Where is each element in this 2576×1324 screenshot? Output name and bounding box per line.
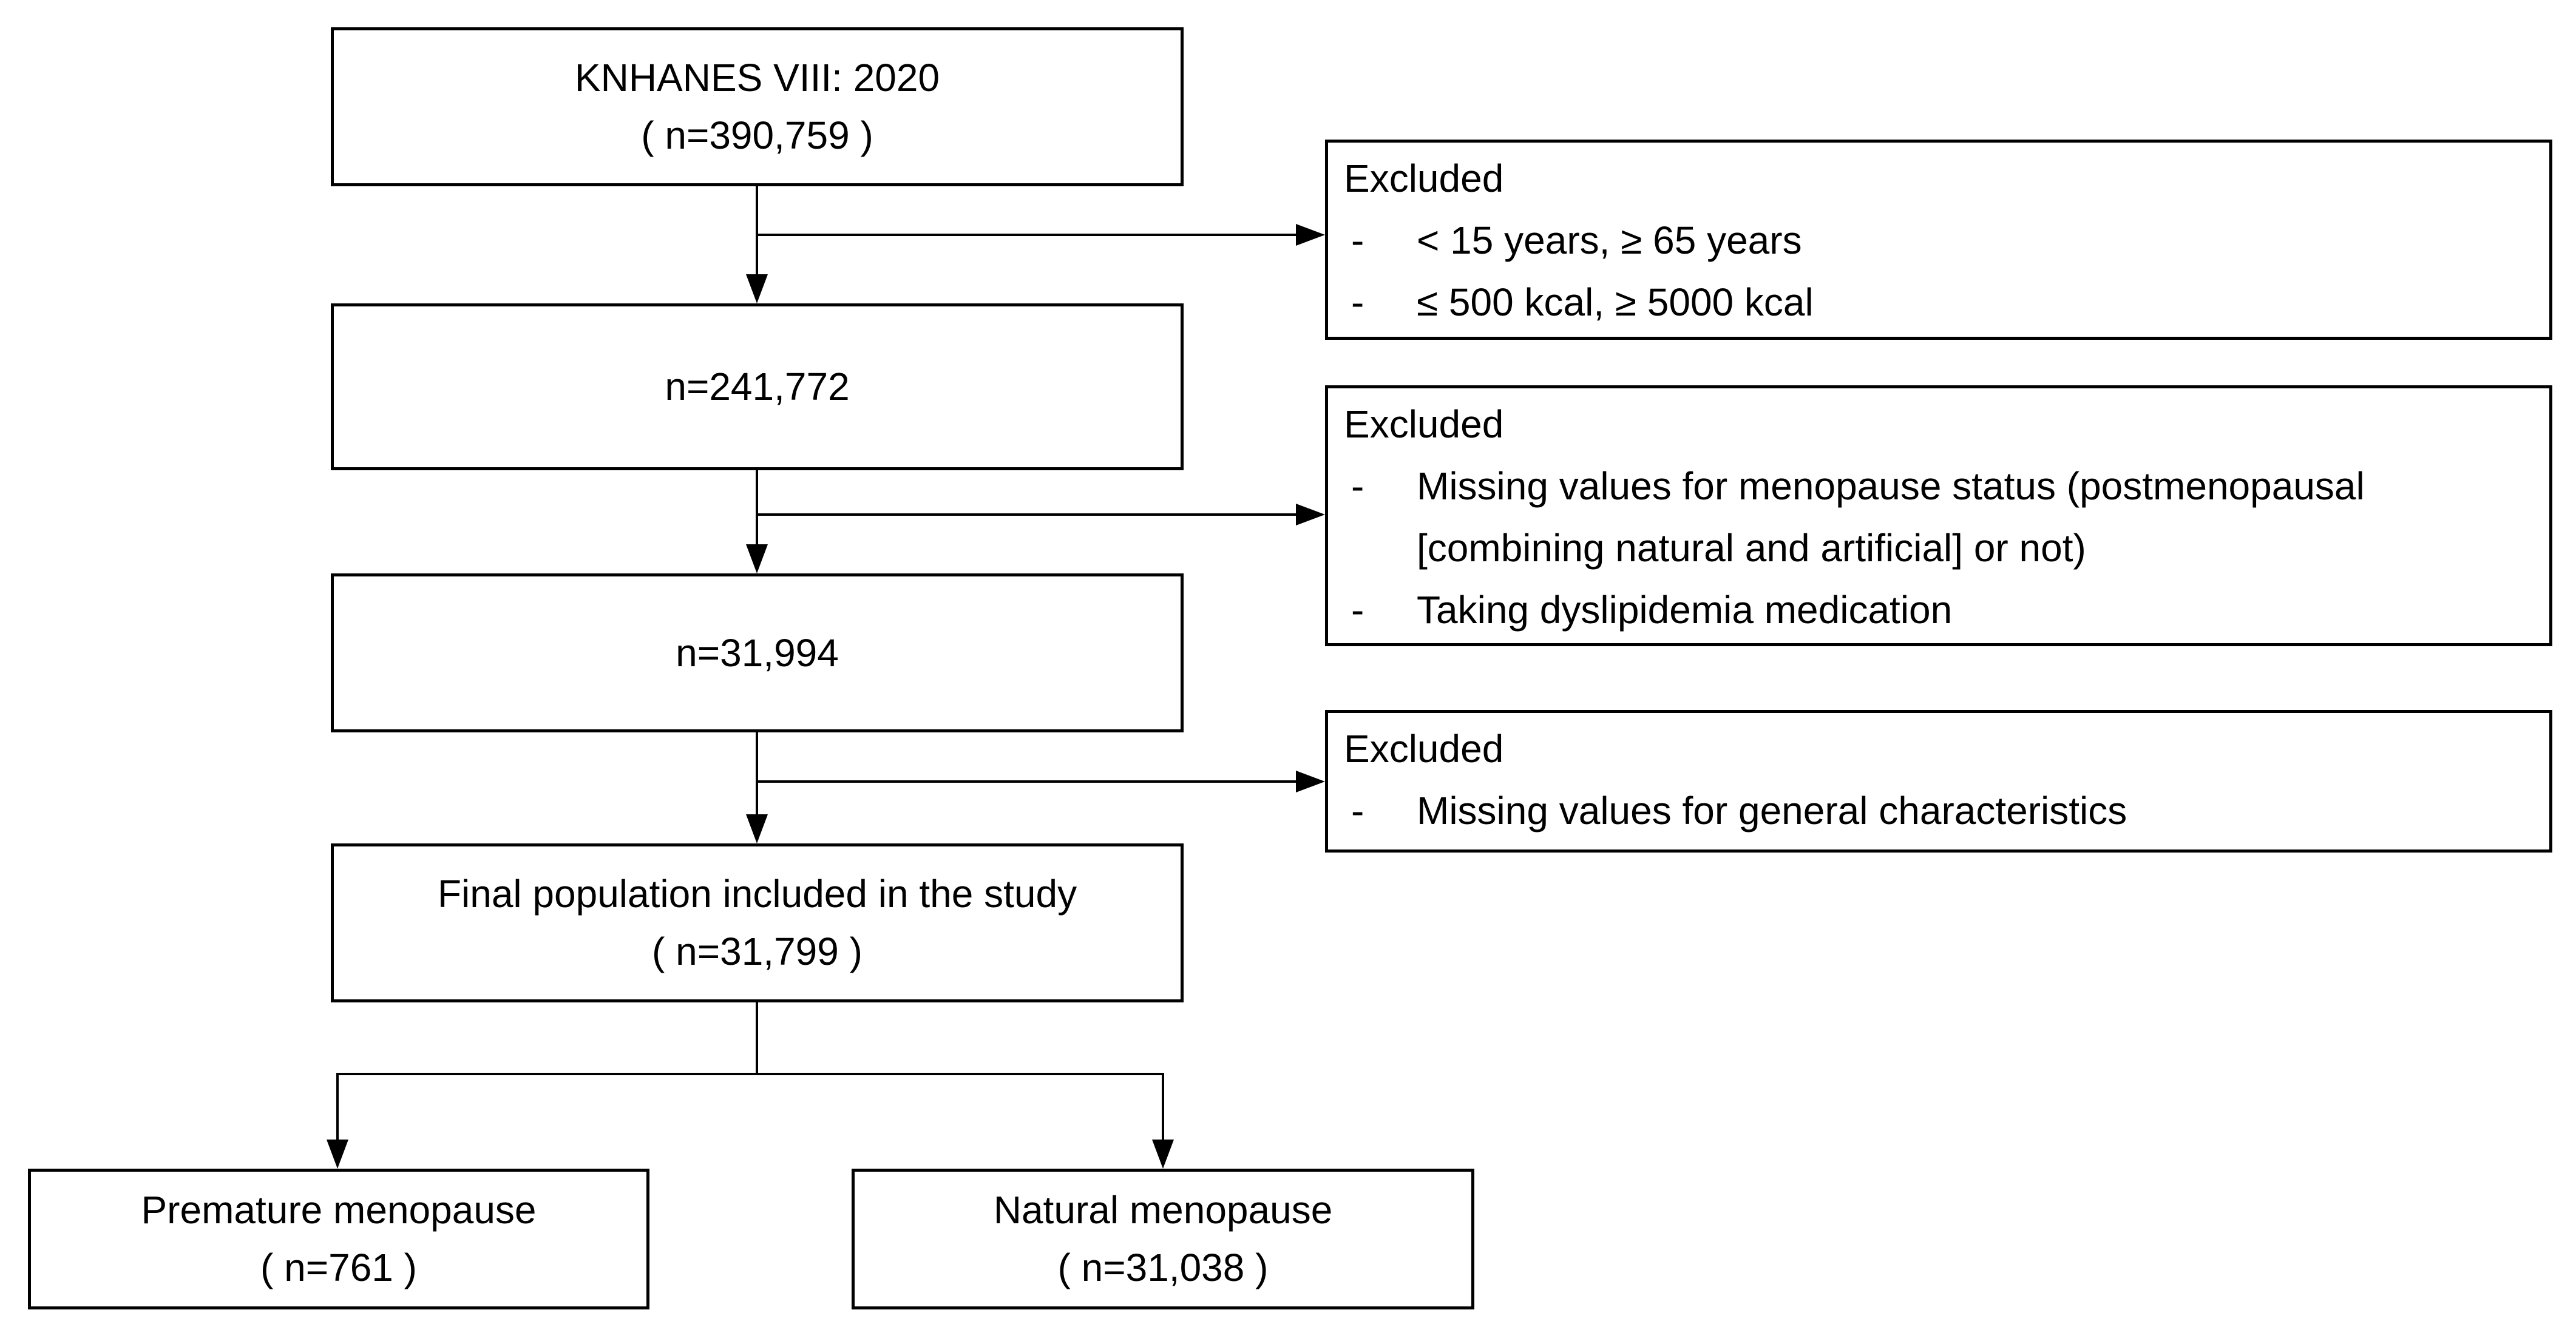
arrowhead-down-n31994 bbox=[746, 544, 768, 573]
arrowhead-down-natural bbox=[1152, 1140, 1174, 1169]
box-premature-menopause-title: Premature menopause bbox=[141, 1188, 537, 1232]
box-knhanes-source-title: KNHANES VIII: 2020 bbox=[574, 56, 940, 100]
excluded-item: - Missing values for menopause status (p… bbox=[1344, 455, 2531, 579]
box-n-241772: n=241,772 bbox=[331, 303, 1184, 470]
box-premature-menopause-count: ( n=761 ) bbox=[260, 1246, 417, 1289]
box-natural-menopause-count: ( n=31,038 ) bbox=[1057, 1246, 1269, 1289]
connector-n241772-to-n31994 bbox=[756, 470, 758, 547]
box-final-population: Final population included in the study (… bbox=[331, 843, 1184, 1002]
excluded-header: Excluded bbox=[1344, 402, 1504, 446]
connector-n31994-to-final bbox=[756, 732, 758, 817]
connector-final-to-split bbox=[756, 1002, 758, 1075]
box-n-31994-count: n=31,994 bbox=[676, 630, 839, 675]
excluded-item: - < 15 years, ≥ 65 years bbox=[1344, 209, 2531, 271]
box-natural-menopause: Natural menopause ( n=31,038 ) bbox=[852, 1169, 1474, 1309]
excluded-header: Excluded bbox=[1344, 727, 1504, 771]
excluded-item-text: Missing values for general characteristi… bbox=[1417, 789, 2127, 833]
bullet-dash: - bbox=[1351, 218, 1364, 262]
bullet-dash: - bbox=[1351, 789, 1364, 833]
arrowhead-right-excluded-3 bbox=[1296, 771, 1325, 792]
box-n-31994: n=31,994 bbox=[331, 573, 1184, 732]
arrowhead-right-excluded-1 bbox=[1296, 224, 1325, 246]
excluded-item: - Taking dyslipidemia medication bbox=[1344, 579, 2531, 641]
connector-branch-excluded-1 bbox=[756, 234, 1299, 236]
arrowhead-down-premature bbox=[327, 1140, 348, 1169]
connector-source-to-n241772 bbox=[756, 186, 758, 277]
excluded-item-text: Missing values for menopause status (pos… bbox=[1417, 464, 2365, 570]
box-n-241772-count: n=241,772 bbox=[665, 365, 850, 408]
box-excluded-age-kcal: Excluded - < 15 years, ≥ 65 years - ≤ 50… bbox=[1325, 140, 2552, 340]
excluded-item-text: ≤ 500 kcal, ≥ 5000 kcal bbox=[1417, 280, 1814, 324]
excluded-item: - ≤ 500 kcal, ≥ 5000 kcal bbox=[1344, 271, 2531, 333]
box-excluded-menopause-medication: Excluded - Missing values for menopause … bbox=[1325, 385, 2552, 646]
arrowhead-down-n241772 bbox=[746, 274, 768, 303]
arrowhead-down-final bbox=[746, 814, 768, 843]
excluded-item-text: < 15 years, ≥ 65 years bbox=[1417, 218, 1802, 262]
box-knhanes-source: KNHANES VIII: 2020 ( n=390,759 ) bbox=[331, 27, 1184, 186]
box-premature-menopause: Premature menopause ( n=761 ) bbox=[28, 1169, 649, 1309]
excluded-header: Excluded bbox=[1344, 157, 1504, 200]
connector-split-to-premature bbox=[336, 1073, 339, 1142]
excluded-item-text: Taking dyslipidemia medication bbox=[1417, 588, 1953, 632]
connector-branch-excluded-2 bbox=[756, 513, 1299, 516]
box-excluded-general-characteristics: Excluded - Missing values for general ch… bbox=[1325, 710, 2552, 853]
bullet-dash: - bbox=[1351, 588, 1364, 632]
excluded-item: - Missing values for general characteris… bbox=[1344, 780, 2531, 842]
connector-split-bar bbox=[336, 1073, 1164, 1075]
connector-branch-excluded-3 bbox=[756, 780, 1299, 783]
box-natural-menopause-title: Natural menopause bbox=[993, 1188, 1333, 1232]
arrowhead-right-excluded-2 bbox=[1296, 504, 1325, 525]
bullet-dash: - bbox=[1351, 464, 1364, 508]
box-final-population-count: ( n=31,799 ) bbox=[652, 930, 863, 973]
box-final-population-title: Final population included in the study bbox=[437, 872, 1077, 916]
bullet-dash: - bbox=[1351, 280, 1364, 324]
connector-split-to-natural bbox=[1162, 1073, 1164, 1142]
box-knhanes-source-count: ( n=390,759 ) bbox=[641, 113, 873, 157]
